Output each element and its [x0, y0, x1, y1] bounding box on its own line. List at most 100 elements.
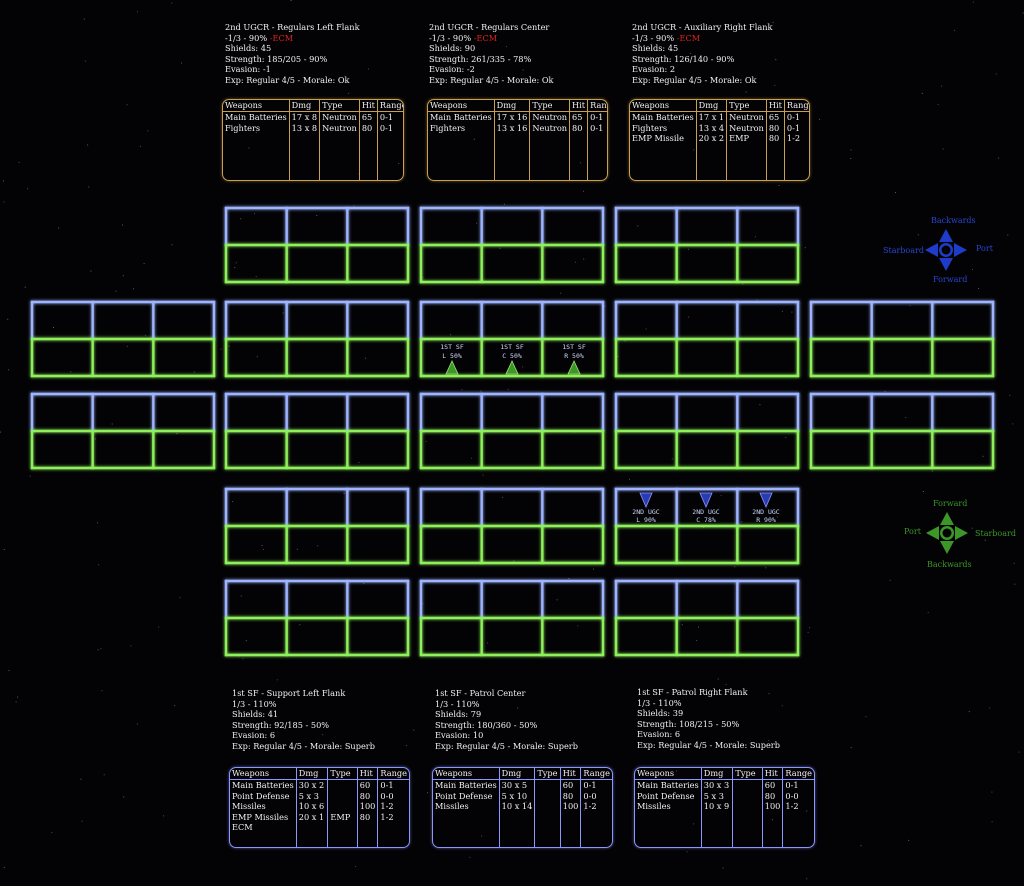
- enemy-orientation-compass: Backwards Starboard Port Forward: [880, 214, 1000, 286]
- group-title: 1st SF - Patrol Right Flank: [637, 687, 748, 697]
- grid-sector[interactable]: [809, 300, 995, 378]
- weapons-cell: 30 x 3: [700, 779, 733, 791]
- grid-sector[interactable]: [419, 487, 605, 565]
- weapons-cell: 0-1: [782, 779, 814, 791]
- weapons-cell: 30 x 5: [498, 779, 535, 791]
- group-title: 2nd UGCR - Auxiliary Right Flank: [632, 22, 773, 32]
- ally-orientation-compass: Forward Port Starboard Backwards: [900, 497, 1020, 571]
- weapons-cell: 13 x 8: [288, 122, 320, 133]
- enemy-unit-icon[interactable]: [759, 492, 773, 509]
- ecm-tag: -ECM: [676, 32, 701, 43]
- weapons-cell: 10 x 14: [498, 801, 535, 812]
- grid-sector[interactable]: [614, 392, 800, 470]
- weapons-cell: 17 x 8: [288, 111, 320, 123]
- grid-sector[interactable]: [224, 392, 410, 470]
- weapons-cell: [327, 801, 358, 812]
- ally-unit-marker[interactable]: 1ST SFL 50%: [440, 343, 464, 375]
- group-shields: Shields: 45: [632, 43, 679, 53]
- weapons-cell: Fighters: [632, 122, 668, 133]
- ally-unit-marker[interactable]: 1ST SFC 50%: [500, 343, 524, 375]
- weapons-header-cell: Hit: [356, 768, 378, 780]
- group-experience: Exp: Regular 4/5 - Morale: Ok: [429, 74, 554, 85]
- weapons-cell: 1-2: [782, 801, 814, 812]
- weapons-cell: 80: [559, 790, 581, 801]
- weapons-cell: 20 x 2: [695, 133, 727, 144]
- unit-label: 1ST SF: [500, 343, 524, 351]
- group-experience: Exp: Regular 4/5 - Morale: Ok: [632, 74, 757, 85]
- weapons-cell: 80: [356, 790, 378, 801]
- weapons-cell: Neutron: [319, 111, 360, 123]
- compass-left-arrow: [926, 526, 939, 540]
- group-strength: Strength: 261/335 - 78%: [429, 53, 532, 64]
- weapons-cell: 100: [559, 801, 581, 812]
- grid-sector[interactable]: [30, 392, 216, 470]
- unit-label: C 50%: [502, 352, 522, 360]
- weapons-header-cell: Range: [587, 100, 607, 112]
- weapons-cell: Point Defense: [232, 790, 290, 801]
- weapons-header-cell: Type: [327, 768, 358, 780]
- ally-unit-icon[interactable]: [505, 360, 519, 375]
- weapons-cell: 0-1: [587, 122, 607, 133]
- group-readiness: -1/3 - 90%: [632, 32, 677, 43]
- weapons-cell: 0-1: [376, 122, 403, 133]
- grid-sector[interactable]: [419, 206, 605, 284]
- unit-label: L 50%: [442, 352, 462, 360]
- weapons-cell: 5 x 3: [295, 790, 328, 801]
- weapons-header-cell: Type: [319, 100, 360, 112]
- weapons-header-cell: Dmg: [288, 100, 320, 112]
- enemy-group-center-info: 2nd UGCR - Regulars Center -1/3 - 90% -E…: [429, 22, 554, 85]
- unit-label: R 90%: [756, 516, 776, 524]
- group-shields: Shields: 90: [429, 43, 476, 53]
- group-shields: Shields: 45: [225, 43, 272, 53]
- grid-sector[interactable]: [809, 392, 995, 470]
- grid-sector[interactable]: [614, 579, 800, 657]
- grid-sector[interactable]: [30, 300, 216, 378]
- grid-sector[interactable]: [419, 300, 605, 378]
- grid-sector[interactable]: [419, 392, 605, 470]
- grid-sector[interactable]: [224, 206, 410, 284]
- ally-unit-marker[interactable]: 1ST SFR 50%: [562, 343, 586, 375]
- weapons-header-cell: Hit: [765, 100, 785, 112]
- weapons-header-cell: Weapons: [433, 768, 500, 780]
- grid-sector[interactable]: [614, 487, 800, 565]
- grid-sector[interactable]: [224, 300, 410, 378]
- enemy-unit-marker[interactable]: 2ND UGCR 90%: [752, 492, 780, 524]
- compass-bottom-label: Forward: [933, 275, 968, 284]
- group-experience: Exp: Regular 4/5 - Morale: Superb: [637, 739, 780, 750]
- enemy-unit-icon[interactable]: [639, 492, 653, 509]
- weapons-header-cell: Dmg: [493, 100, 530, 112]
- ally-unit-icon[interactable]: [567, 360, 581, 375]
- weapons-cell: [295, 822, 328, 833]
- unit-label: 1ST SF: [562, 343, 586, 351]
- unit-label: R 50%: [564, 352, 584, 360]
- weapons-cell: [732, 801, 763, 812]
- unit-label: 1ST SF: [440, 343, 464, 351]
- grid-sector[interactable]: [419, 579, 605, 657]
- grid-sector[interactable]: [614, 300, 800, 378]
- weapons-header-cell: Range: [377, 768, 409, 780]
- compass-top-label: Backwards: [931, 216, 976, 225]
- enemy-unit-icon[interactable]: [699, 492, 713, 509]
- ally-unit-icon[interactable]: [445, 360, 459, 375]
- ally-group-right-info: 1st SF - Patrol Right Flank 1/3 - 110% S…: [637, 687, 780, 750]
- weapons-cell: EMP Missile: [632, 133, 684, 143]
- ally-group-left-info: 1st SF - Support Left Flank 1/3 - 110% S…: [232, 688, 375, 751]
- grid-sector[interactable]: [614, 206, 800, 284]
- enemy-group-left-info: 2nd UGCR - Regulars Left Flank -1/3 - 90…: [225, 22, 360, 85]
- weapons-cell: 1-2: [377, 811, 409, 822]
- weapons-cell: Missiles: [637, 801, 671, 811]
- grid-sector[interactable]: [224, 487, 410, 565]
- grid-sector[interactable]: [224, 579, 410, 657]
- weapons-cell: [732, 790, 763, 801]
- group-experience: Exp: Regular 4/5 - Morale: Superb: [435, 740, 578, 751]
